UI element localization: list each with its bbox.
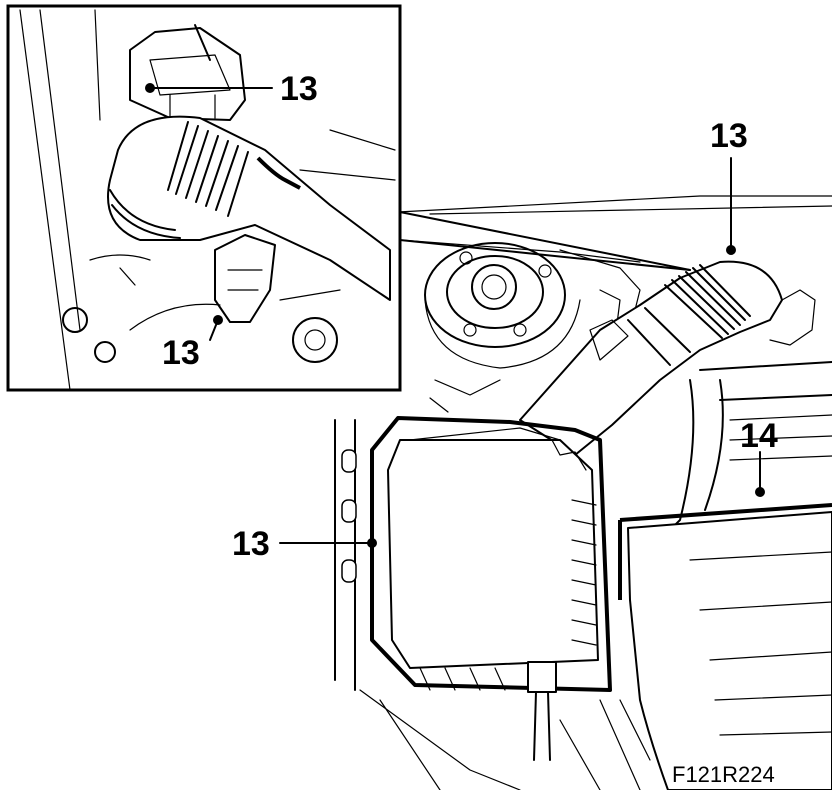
engine-callout: 14 [740,417,778,455]
engine-block [618,361,832,790]
main-drawing [279,157,832,790]
inset-callout-top: 13 [280,70,318,108]
inset-detail [6,4,691,392]
intake-hose [519,260,816,456]
strut-mount [424,242,581,369]
inset-callout-bottom: 13 [162,334,200,372]
inset-projection-top [399,211,691,271]
engine-right-dot [755,487,765,497]
inset-bottom-dot [213,315,223,325]
inset-projection-bottom [399,239,691,271]
inset-top-dot [145,83,155,93]
airbox-callout: 13 [232,525,270,563]
inset-artwork [19,9,396,391]
figure-id: F121R224 [672,762,775,787]
hose-top-dot [726,245,736,255]
airbox-left-dot [367,538,377,548]
air-filter-box [370,416,612,761]
fender-panel [334,379,651,790]
hose-callout: 13 [710,117,748,155]
